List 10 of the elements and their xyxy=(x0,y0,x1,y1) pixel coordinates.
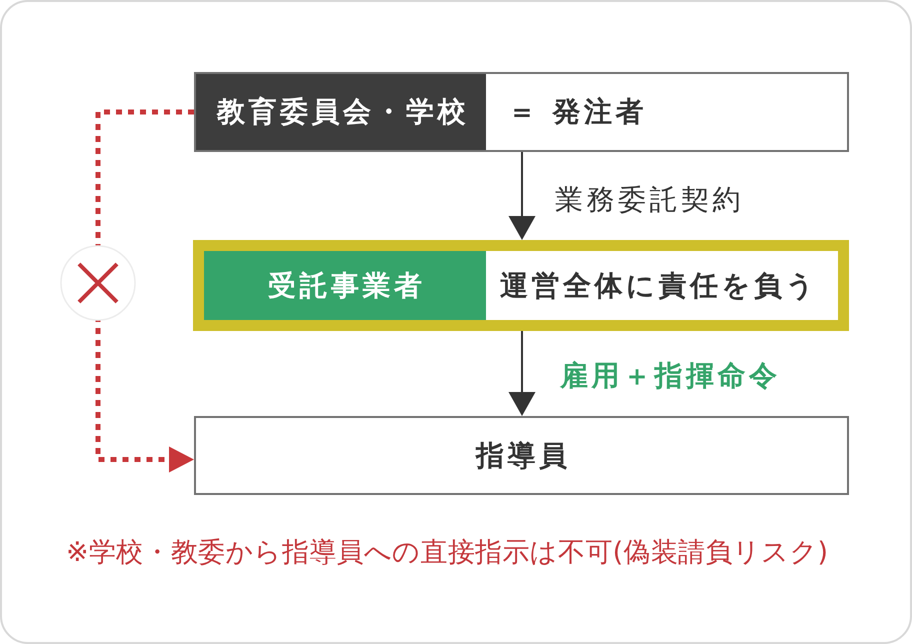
note-text: ※学校・教委から指導員への直接指示は不可(偽装請負リスク) xyxy=(66,536,828,570)
highlight-box xyxy=(193,240,849,331)
process-box xyxy=(194,72,849,152)
arrow xyxy=(508,152,536,240)
arrow xyxy=(508,331,536,416)
process-box: 指導員 xyxy=(194,416,849,495)
label-box: 教育委員会・学校 xyxy=(196,74,486,150)
node-text: ＝ 発注者 xyxy=(508,94,648,130)
label-box: 受託事業者 xyxy=(204,251,486,320)
node-text: 運営全体に責任を負う xyxy=(500,268,818,304)
